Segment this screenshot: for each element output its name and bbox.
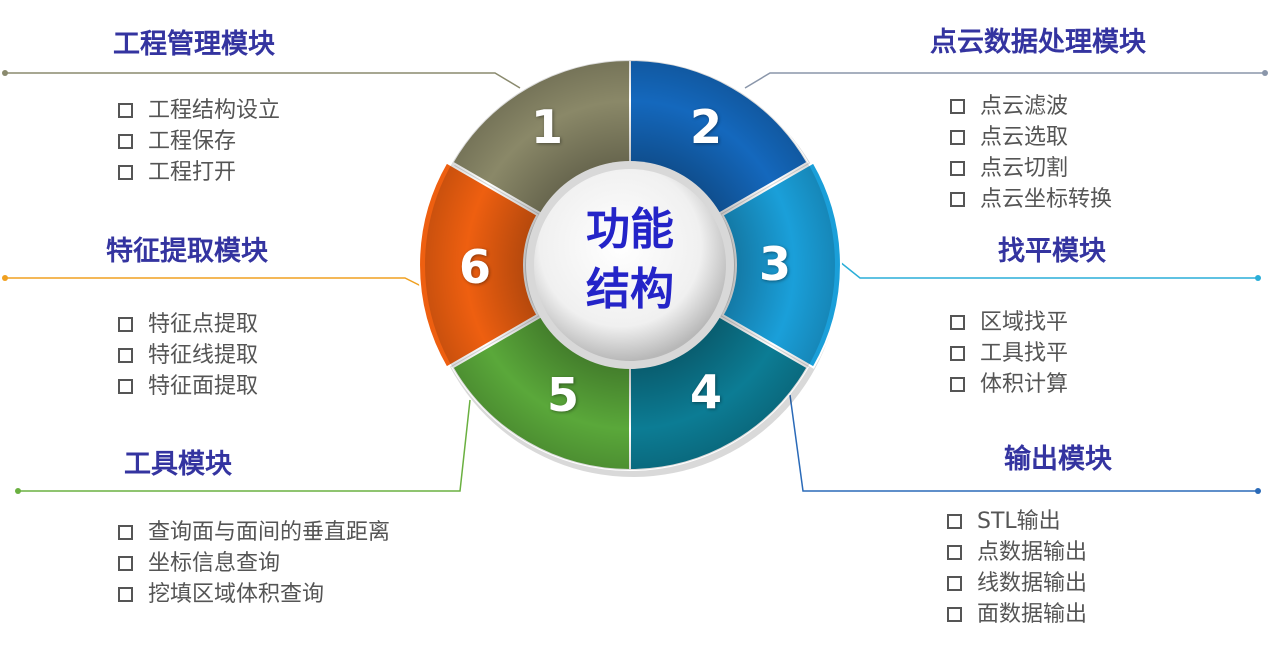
connector-line-3 — [834, 257, 1258, 279]
square-bullet-icon — [118, 317, 133, 332]
connector-dot-5 — [15, 488, 21, 494]
list-item: 坐标信息查询 — [118, 548, 390, 579]
square-bullet-icon — [947, 545, 962, 560]
list-item: 挖填区域体积查询 — [118, 579, 390, 610]
square-bullet-icon — [947, 576, 962, 591]
module-1-items: 工程结构设立 工程保存 工程打开 — [118, 95, 280, 188]
center-title-line-1: 功能 — [586, 204, 674, 255]
list-item: 点云滤波 — [950, 91, 1112, 122]
connector-dot-4 — [1255, 488, 1261, 494]
list-item: STL输出 — [947, 506, 1087, 537]
module-1-title: 工程管理模块 — [113, 29, 275, 60]
module-4-items: STL输出 点数据输出 线数据输出 面数据输出 — [947, 506, 1087, 630]
list-item: 工程保存 — [118, 126, 280, 157]
module-2-title: 点云数据处理模块 — [930, 27, 1146, 58]
square-bullet-icon — [950, 192, 965, 207]
list-item: 查询面与面间的垂直距离 — [118, 517, 390, 548]
module-5-items: 查询面与面间的垂直距离 坐标信息查询 挖填区域体积查询 — [118, 517, 390, 610]
list-item: 工程打开 — [118, 157, 280, 188]
list-item: 点云选取 — [950, 122, 1112, 153]
segment-number-4: 4 — [689, 365, 722, 419]
list-item: 工具找平 — [950, 338, 1068, 369]
square-bullet-icon — [118, 525, 133, 540]
list-item: 工程结构设立 — [118, 95, 280, 126]
connector-line-6 — [5, 277, 426, 289]
module-4-title: 输出模块 — [1004, 444, 1112, 475]
list-item: 点数据输出 — [947, 537, 1087, 568]
center-disc — [534, 169, 726, 361]
connector-line-5 — [18, 399, 471, 492]
square-bullet-icon — [950, 130, 965, 145]
list-item: 特征点提取 — [118, 309, 258, 340]
list-item: 点云切割 — [950, 153, 1112, 184]
square-bullet-icon — [950, 161, 965, 176]
module-2-items: 点云滤波 点云选取 点云切割 点云坐标转换 — [950, 91, 1112, 215]
square-bullet-icon — [118, 379, 133, 394]
module-3-title: 找平模块 — [998, 236, 1106, 267]
module-6-items: 特征点提取 特征线提取 特征面提取 — [118, 309, 258, 402]
square-bullet-icon — [118, 103, 133, 118]
center-title: 功能 结构 — [560, 200, 700, 320]
segment-number-3: 3 — [758, 237, 791, 291]
list-item: 面数据输出 — [947, 599, 1087, 630]
square-bullet-icon — [118, 556, 133, 571]
list-item: 体积计算 — [950, 369, 1068, 400]
connector-line-2 — [744, 72, 1265, 89]
list-item: 线数据输出 — [947, 568, 1087, 599]
segment-number-6: 6 — [458, 240, 491, 294]
square-bullet-icon — [950, 346, 965, 361]
module-5-title: 工具模块 — [124, 449, 232, 480]
segment-number-2: 2 — [689, 100, 722, 154]
center-title-line-2: 结构 — [586, 264, 674, 315]
square-bullet-icon — [947, 607, 962, 622]
list-item: 特征面提取 — [118, 371, 258, 402]
connector-line-4 — [789, 394, 1258, 492]
square-bullet-icon — [118, 587, 133, 602]
segment-number-1: 1 — [530, 100, 563, 154]
connector-dot-3 — [1255, 275, 1261, 281]
square-bullet-icon — [118, 348, 133, 363]
module-3-items: 区域找平 工具找平 体积计算 — [950, 307, 1068, 400]
square-bullet-icon — [950, 99, 965, 114]
square-bullet-icon — [118, 165, 133, 180]
square-bullet-icon — [950, 377, 965, 392]
list-item: 区域找平 — [950, 307, 1068, 338]
module-6-title: 特征提取模块 — [106, 236, 268, 267]
square-bullet-icon — [950, 315, 965, 330]
connector-dot-6 — [2, 275, 8, 281]
list-item: 点云坐标转换 — [950, 184, 1112, 215]
square-bullet-icon — [118, 134, 133, 149]
list-item: 特征线提取 — [118, 340, 258, 371]
connector-dot-2 — [1262, 70, 1268, 76]
connector-line-1 — [5, 72, 521, 89]
connector-dot-1 — [2, 70, 8, 76]
segment-number-5: 5 — [546, 368, 579, 422]
square-bullet-icon — [947, 514, 962, 529]
